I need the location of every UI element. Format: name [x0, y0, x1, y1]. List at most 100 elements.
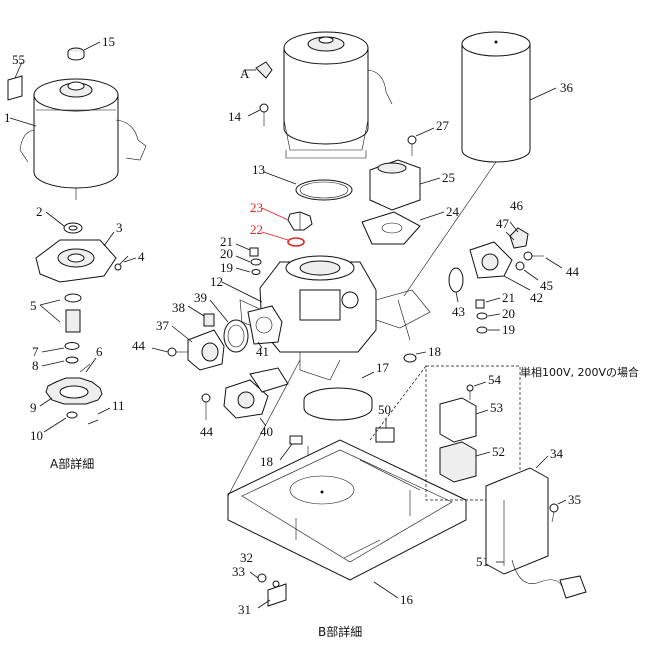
label-3: 3: [116, 220, 123, 235]
label-12: 12: [210, 274, 223, 289]
part-labels: 55 15 1 2 3 4 5 6 7 8 9 10 11 14 13 23 2…: [4, 34, 581, 617]
label-16: 16: [400, 592, 414, 607]
label-43: 43: [452, 304, 465, 319]
label-18-center: 18: [260, 454, 273, 469]
label-8: 8: [32, 358, 39, 373]
part-35-screw: [549, 499, 567, 523]
label-19-right: 19: [502, 322, 515, 337]
label-11: 11: [112, 398, 125, 413]
view-a-arrow: [244, 61, 273, 79]
label-42: 42: [530, 290, 543, 305]
label-15: 15: [102, 34, 115, 49]
label-34: 34: [550, 446, 564, 461]
label-41: 41: [256, 344, 269, 359]
label-27: 27: [436, 118, 450, 133]
label-20-right: 20: [502, 306, 515, 321]
label-35: 35: [568, 492, 581, 507]
label-23: 23: [250, 200, 263, 215]
label-54: 54: [488, 372, 502, 387]
part-45-44-screws: [515, 251, 563, 281]
part-24-gasket: [361, 211, 445, 245]
part-37-elbow: [171, 325, 225, 371]
part-44-screw-lower: [201, 393, 211, 420]
part-34-control-box: [485, 455, 549, 575]
part-7-8-washers: [41, 342, 80, 367]
part-23-impeller: [261, 207, 313, 231]
caption-detail-a: A部詳細: [50, 456, 94, 471]
guide-line-tank: [403, 161, 497, 297]
parts-31-32-33: [249, 571, 287, 609]
label-13: 13: [252, 162, 265, 177]
part-22-oring: [261, 231, 305, 247]
part-5-bearing: [39, 293, 82, 333]
part-44-screw-left: [151, 347, 188, 357]
label-view-a: A: [240, 66, 250, 81]
parts-21-20-19-right: [475, 297, 501, 334]
label-38: 38: [172, 300, 185, 315]
part-36-tank: [461, 31, 557, 163]
label-39: 39: [194, 290, 207, 305]
label-53: 53: [490, 400, 503, 415]
part-15-cap: [67, 41, 101, 61]
part-54-screw: [466, 381, 487, 400]
part-27-screw: [407, 127, 435, 156]
part-10-11-pins: [43, 407, 111, 433]
upper-motor: [283, 31, 393, 159]
label-18-right: 18: [428, 344, 441, 359]
guide-line-bolt: [397, 299, 411, 341]
part-6-pin: [79, 357, 97, 373]
label-32: 32: [240, 550, 253, 565]
label-44-left: 44: [132, 338, 146, 353]
part-25-switch: [369, 159, 441, 211]
label-1: 1: [4, 110, 11, 125]
part-38-cap: [187, 305, 215, 327]
parts-46-47: [505, 221, 529, 249]
label-22: 22: [250, 222, 263, 237]
part-16-base: [227, 439, 467, 599]
part-17-disc: [303, 371, 375, 421]
label-20: 20: [220, 246, 233, 261]
label-40: 40: [260, 424, 273, 439]
label-19: 19: [220, 260, 233, 275]
label-2: 2: [36, 204, 43, 219]
part-14-screw: [247, 103, 269, 126]
label-44-lower: 44: [200, 424, 214, 439]
parts-21-20-19-left: [235, 243, 262, 275]
part-12-pump-casing: [221, 255, 431, 381]
label-10: 10: [30, 428, 43, 443]
label-9: 9: [30, 400, 37, 415]
part-51-power-cord: [496, 559, 587, 599]
label-17: 17: [376, 360, 390, 375]
part-40-flange: [223, 367, 289, 427]
part-42-flange: [469, 241, 531, 291]
label-5: 5: [30, 298, 37, 313]
part-55-plate: [7, 61, 23, 101]
label-46: 46: [510, 198, 524, 213]
caption-detail-b: B部詳細: [318, 624, 362, 639]
label-21: 21: [220, 234, 233, 249]
label-51: 51: [476, 554, 489, 569]
label-37: 37: [156, 318, 170, 333]
label-36: 36: [560, 80, 574, 95]
label-31: 31: [238, 602, 251, 617]
label-52: 52: [492, 444, 505, 459]
label-45: 45: [540, 278, 553, 293]
part-18-bushing-right: [403, 351, 427, 363]
part-50-label: [375, 418, 395, 443]
label-55: 55: [12, 52, 25, 67]
label-4: 4: [138, 249, 145, 264]
label-44-right: 44: [566, 264, 580, 279]
part-2-washer: [45, 211, 83, 234]
label-21-right: 21: [502, 290, 515, 305]
label-33: 33: [232, 564, 245, 579]
part-52-capacitor: [439, 441, 491, 483]
part-53-capacitor-cover: [439, 397, 489, 443]
part-1-motor: [9, 78, 147, 200]
part-9-gear: [39, 377, 103, 407]
label-24: 24: [446, 204, 460, 219]
part-41-flange: [247, 305, 283, 349]
part-13-gasket: [263, 171, 353, 201]
part-39-gasket: [209, 299, 249, 353]
label-14: 14: [228, 109, 242, 124]
